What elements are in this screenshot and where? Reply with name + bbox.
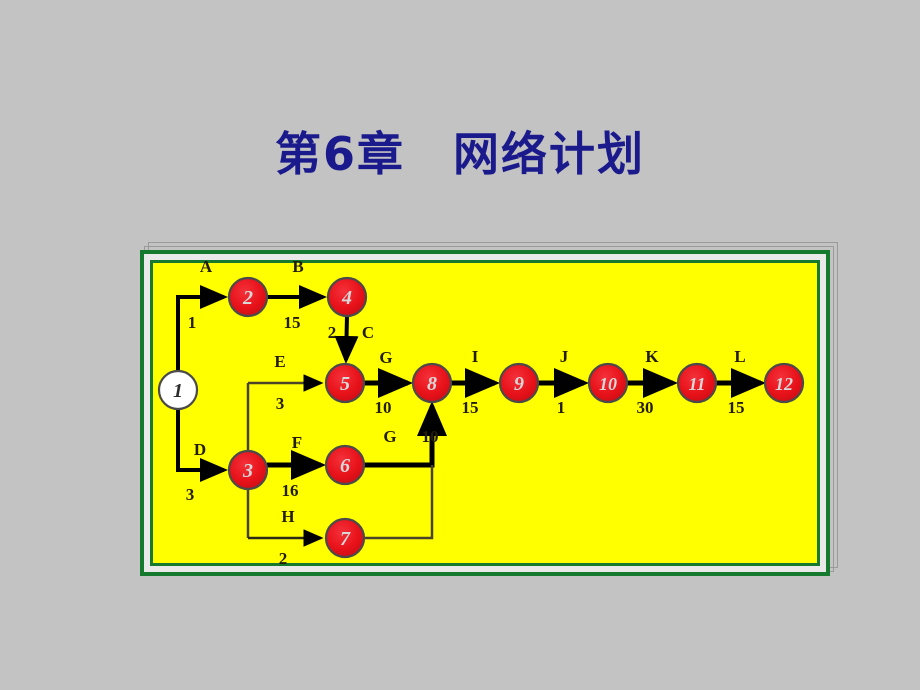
node-label: 10 [599, 374, 617, 394]
label-H: H [281, 507, 294, 526]
label-G1: G [379, 348, 392, 367]
node-circle [587, 362, 629, 404]
diagram-node-5[interactable]: 5 [324, 362, 366, 404]
node-circle [763, 362, 805, 404]
node-circle [676, 362, 718, 404]
diagram-node-4[interactable]: 4 [326, 276, 368, 318]
node-circle [326, 276, 368, 318]
label-K: K [645, 347, 659, 366]
diagram-node-1[interactable]: 1 [157, 369, 199, 411]
label-B: B [292, 257, 303, 276]
diagram-node-6[interactable]: 6 [324, 444, 366, 486]
diagram-node-2[interactable]: 2 [227, 276, 269, 318]
label-G1-d: 10 [375, 398, 392, 417]
diagram-node-11[interactable]: 11 [676, 362, 718, 404]
label-E: E [274, 352, 285, 371]
node-label: 1 [173, 380, 183, 402]
node-label: 6 [340, 455, 350, 477]
edge-A [176, 285, 228, 371]
page-title: 第6章 网络计划 [274, 127, 645, 181]
label-K-d: 30 [637, 398, 654, 417]
label-G2-d: 10 [422, 427, 439, 446]
node-circle [324, 444, 366, 486]
node-label: 9 [514, 373, 524, 395]
label-E-d: 3 [276, 394, 285, 413]
node-circle [227, 276, 269, 318]
label-I: I [472, 347, 479, 366]
node-label: 11 [688, 374, 705, 394]
diagram-node-7[interactable]: 7 [324, 517, 366, 559]
node-circle [157, 369, 199, 411]
label-J-d: 1 [557, 398, 566, 417]
diagram-node-12[interactable]: 12 [763, 362, 805, 404]
frame-outer-border [140, 250, 830, 576]
label-D-d: 3 [186, 485, 195, 504]
label-F: F [292, 433, 302, 452]
edge-C [334, 315, 359, 364]
label-C-d: 2 [328, 323, 337, 342]
node-label: 3 [242, 460, 253, 482]
node-label: 4 [341, 287, 352, 309]
diagram-node-8[interactable]: 8 [411, 362, 453, 404]
diagram-node-3[interactable]: 3 [227, 449, 269, 491]
edge-D [176, 409, 228, 482]
diagram-node-10[interactable]: 10 [587, 362, 629, 404]
diagram-edges [176, 285, 766, 547]
node-label: 12 [775, 374, 793, 394]
node-label: 8 [427, 373, 437, 395]
node-circle [324, 517, 366, 559]
frame-inner-border [150, 260, 820, 566]
diagram-node-9[interactable]: 9 [498, 362, 540, 404]
node-circle [411, 362, 453, 404]
node-label: 7 [340, 528, 351, 550]
label-L-d: 15 [728, 398, 745, 417]
label-F-d: 16 [282, 481, 299, 500]
label-D: D [194, 440, 206, 459]
node-circle [227, 449, 269, 491]
label-C: C [362, 323, 374, 342]
label-B-d: 15 [284, 313, 301, 332]
edge-G3 [364, 465, 434, 540]
node-circle [498, 362, 540, 404]
label-G2: G [383, 427, 396, 446]
label-A: A [200, 257, 213, 276]
label-J: J [560, 347, 569, 366]
label-A-d: 1 [188, 313, 197, 332]
node-label: 2 [242, 287, 253, 309]
label-H-d: 2 [279, 549, 288, 568]
label-I-d: 15 [462, 398, 479, 417]
node-label: 5 [340, 373, 350, 395]
label-L: L [734, 347, 745, 366]
node-circle [324, 362, 366, 404]
